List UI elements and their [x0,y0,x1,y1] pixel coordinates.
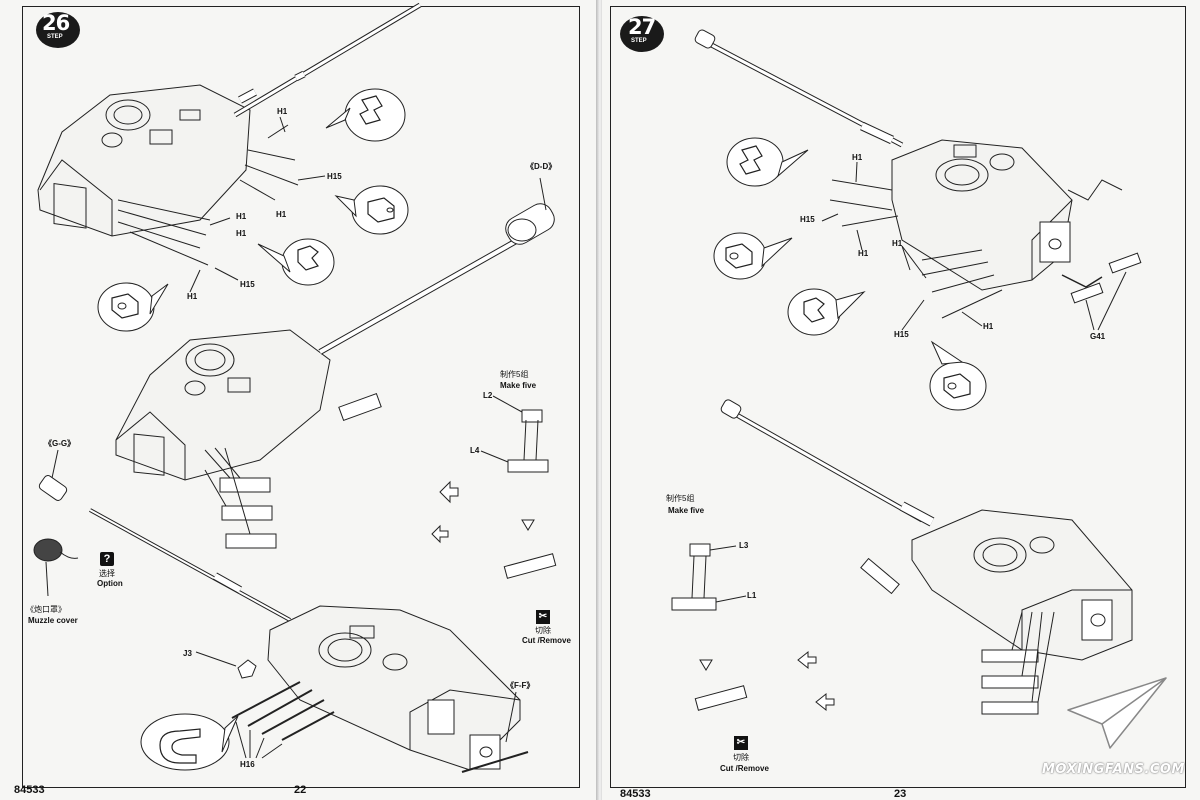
section-ff-label: 《F-F》 [506,681,535,690]
callout-h1: H1 [236,212,247,221]
paper-plane-icon [1067,677,1167,749]
callout-h1: H1 [852,153,863,162]
turret-diagram-lower [671,399,1133,715]
turret-diagram-upper [694,29,1142,411]
section-gg-label: 《G-G》 [44,439,76,448]
callout-l2: L2 [483,391,493,400]
step-number: 26 [42,11,70,35]
callout-j3: J3 [183,649,192,658]
make-five-en: Make five [668,506,705,515]
cut-remove-en: Cut /Remove [522,636,571,645]
make-five-cn: 制作5组 [500,370,529,379]
page-number: 23 [894,788,907,800]
step-number: 27 [628,15,656,39]
muzzle-detail [33,449,79,597]
callout-h1: H1 [276,210,287,219]
callout-h1: H1 [187,292,198,301]
cut-remove-en: Cut /Remove [720,764,769,773]
page-number: 22 [294,784,307,796]
callout-h1: H1 [236,229,247,238]
callout-h1: H1 [892,239,903,248]
callout-h1: H1 [277,107,288,116]
callout-l4: L4 [470,446,480,455]
catalog-number: 84533 [620,788,651,800]
muzzle-cover-cn: 《炮口罩》 [26,605,66,614]
muzzle-cover-en: Muzzle cover [28,616,78,625]
step-badge-27 [620,16,664,52]
option-en: Option [97,579,123,588]
instruction-page-left: 26 STEP [0,0,598,800]
cut-remove-cn: 切除 [535,626,551,635]
question-icon: ? [100,552,114,566]
callout-g41: G41 [1090,332,1106,341]
step-label: STEP [631,38,647,44]
callout-h16: H16 [240,760,255,769]
make-five-cn: 制作5组 [666,494,695,503]
cut-remove-cn: 切除 [733,753,749,762]
cut-icon: ✂ [536,610,550,624]
callout-l1: L1 [747,591,757,600]
callout-h15: H15 [240,280,255,289]
step-label: STEP [47,34,63,40]
instruction-page-right: 27 STEP [602,0,1200,800]
callout-l3: L3 [739,541,749,550]
page-frame [610,6,1186,788]
callout-h15: H15 [894,330,909,339]
turret-diagram-lower [89,508,529,773]
section-dd-label: 《D-D》 [526,162,557,171]
option-cn: 选择 [99,569,115,578]
callout-h15: H15 [800,215,815,224]
callout-h1: H1 [858,249,869,258]
turret-diagram-upper [37,2,422,332]
cut-icon: ✂ [734,736,748,750]
make-five-en: Make five [500,381,537,390]
page-frame [22,6,580,788]
callout-h15: H15 [327,172,342,181]
watermark-text: MOXINGFANS.COM [1042,762,1185,777]
turret-diagram-middle [115,177,557,579]
catalog-number: 84533 [14,784,45,796]
callout-h1: H1 [983,322,994,331]
step-badge-26 [36,12,80,48]
book-gutter [596,0,604,800]
